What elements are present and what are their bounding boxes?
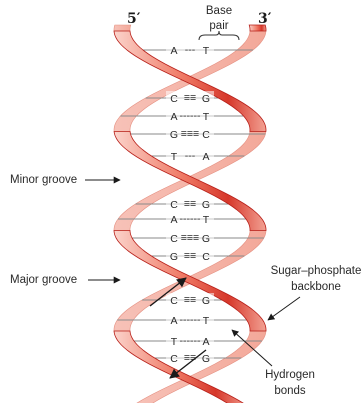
five-prime-label: 5′ — [127, 11, 141, 27]
backbone-label-line1: Sugar–phosphate — [271, 265, 362, 277]
base-left: G — [170, 129, 178, 141]
hydrogen-bond-marks: --- — [185, 44, 196, 56]
hydrogen-bond-marks: ------ — [180, 110, 201, 122]
base-right: T — [203, 315, 210, 327]
base-pair: C ≡≡ G — [166, 197, 214, 211]
base-pair: C ≡≡ G — [166, 293, 214, 307]
hydrogen-bond-marks: ≡≡≡ — [181, 232, 199, 244]
hydrogen-bond-marks: ≡≡≡ — [181, 128, 199, 140]
base-pair-label-line2: pair — [209, 20, 228, 32]
base-pair-bracket — [199, 31, 239, 40]
hydrogen-bond-marks: ------ — [180, 335, 201, 347]
base-left: C — [170, 353, 178, 365]
base-pair: T --- A — [166, 149, 214, 163]
base-left: G — [170, 251, 178, 263]
backbone-label-line2: backbone — [291, 281, 341, 293]
base-right: T — [203, 45, 210, 57]
base-pair: G≡≡≡C — [166, 127, 214, 141]
hydrogen-bonds-label-line1: Hydrogen — [265, 369, 315, 381]
base-left: T — [171, 336, 178, 348]
base-left: C — [170, 233, 178, 245]
base-pair: G ≡≡ C — [166, 249, 214, 263]
base-pair: T------A — [166, 334, 214, 348]
base-left: C — [170, 295, 178, 307]
base-left: A — [170, 111, 177, 123]
base-right: G — [202, 353, 210, 365]
base-left: A — [170, 214, 177, 226]
base-left: C — [170, 93, 178, 105]
hydrogen-bond-marks: --- — [185, 150, 196, 162]
base-left: C — [170, 199, 178, 211]
base-right: T — [203, 111, 210, 123]
base-right: A — [202, 336, 209, 348]
base-pair: A --- T — [166, 43, 214, 57]
three-prime-label: 3′ — [258, 11, 272, 27]
backbone-arrow — [268, 297, 300, 320]
base-right: G — [202, 93, 210, 105]
base-right: C — [202, 251, 210, 263]
minor-groove-label: Minor groove — [10, 174, 77, 186]
base-pair-labels: A---TC≡≡GA------TG≡≡≡CT---AC≡≡GA------TC… — [166, 43, 214, 365]
base-right: G — [202, 233, 210, 245]
base-right: C — [202, 129, 210, 141]
major-groove-label: Major groove — [10, 274, 77, 286]
hydrogen-bond-marks: ------ — [180, 314, 201, 326]
hydrogen-bond-marks: ≡≡ — [184, 198, 196, 210]
base-pair: A------T — [166, 109, 214, 123]
base-pair-label-line1: Base — [206, 5, 232, 17]
hydrogen-bond-marks: ------ — [180, 213, 201, 225]
base-right: G — [202, 199, 210, 211]
base-left: A — [170, 315, 177, 327]
base-right: A — [202, 151, 209, 163]
base-pair: A------T — [166, 212, 214, 226]
base-pair: A------T — [166, 313, 214, 327]
base-pair: C≡≡≡G — [166, 231, 214, 245]
base-pair: C ≡≡ G — [166, 91, 214, 105]
hydrogen-bond-marks: ≡≡ — [184, 250, 196, 262]
base-right: T — [203, 214, 210, 226]
base-left: A — [170, 45, 177, 57]
hydrogen-bond-marks: ≡≡ — [184, 294, 196, 306]
hydrogen-bond-marks: ≡≡ — [184, 92, 196, 104]
base-left: T — [171, 151, 178, 163]
hydrogen-bonds-label-line2: bonds — [274, 385, 306, 397]
base-right: G — [202, 295, 210, 307]
